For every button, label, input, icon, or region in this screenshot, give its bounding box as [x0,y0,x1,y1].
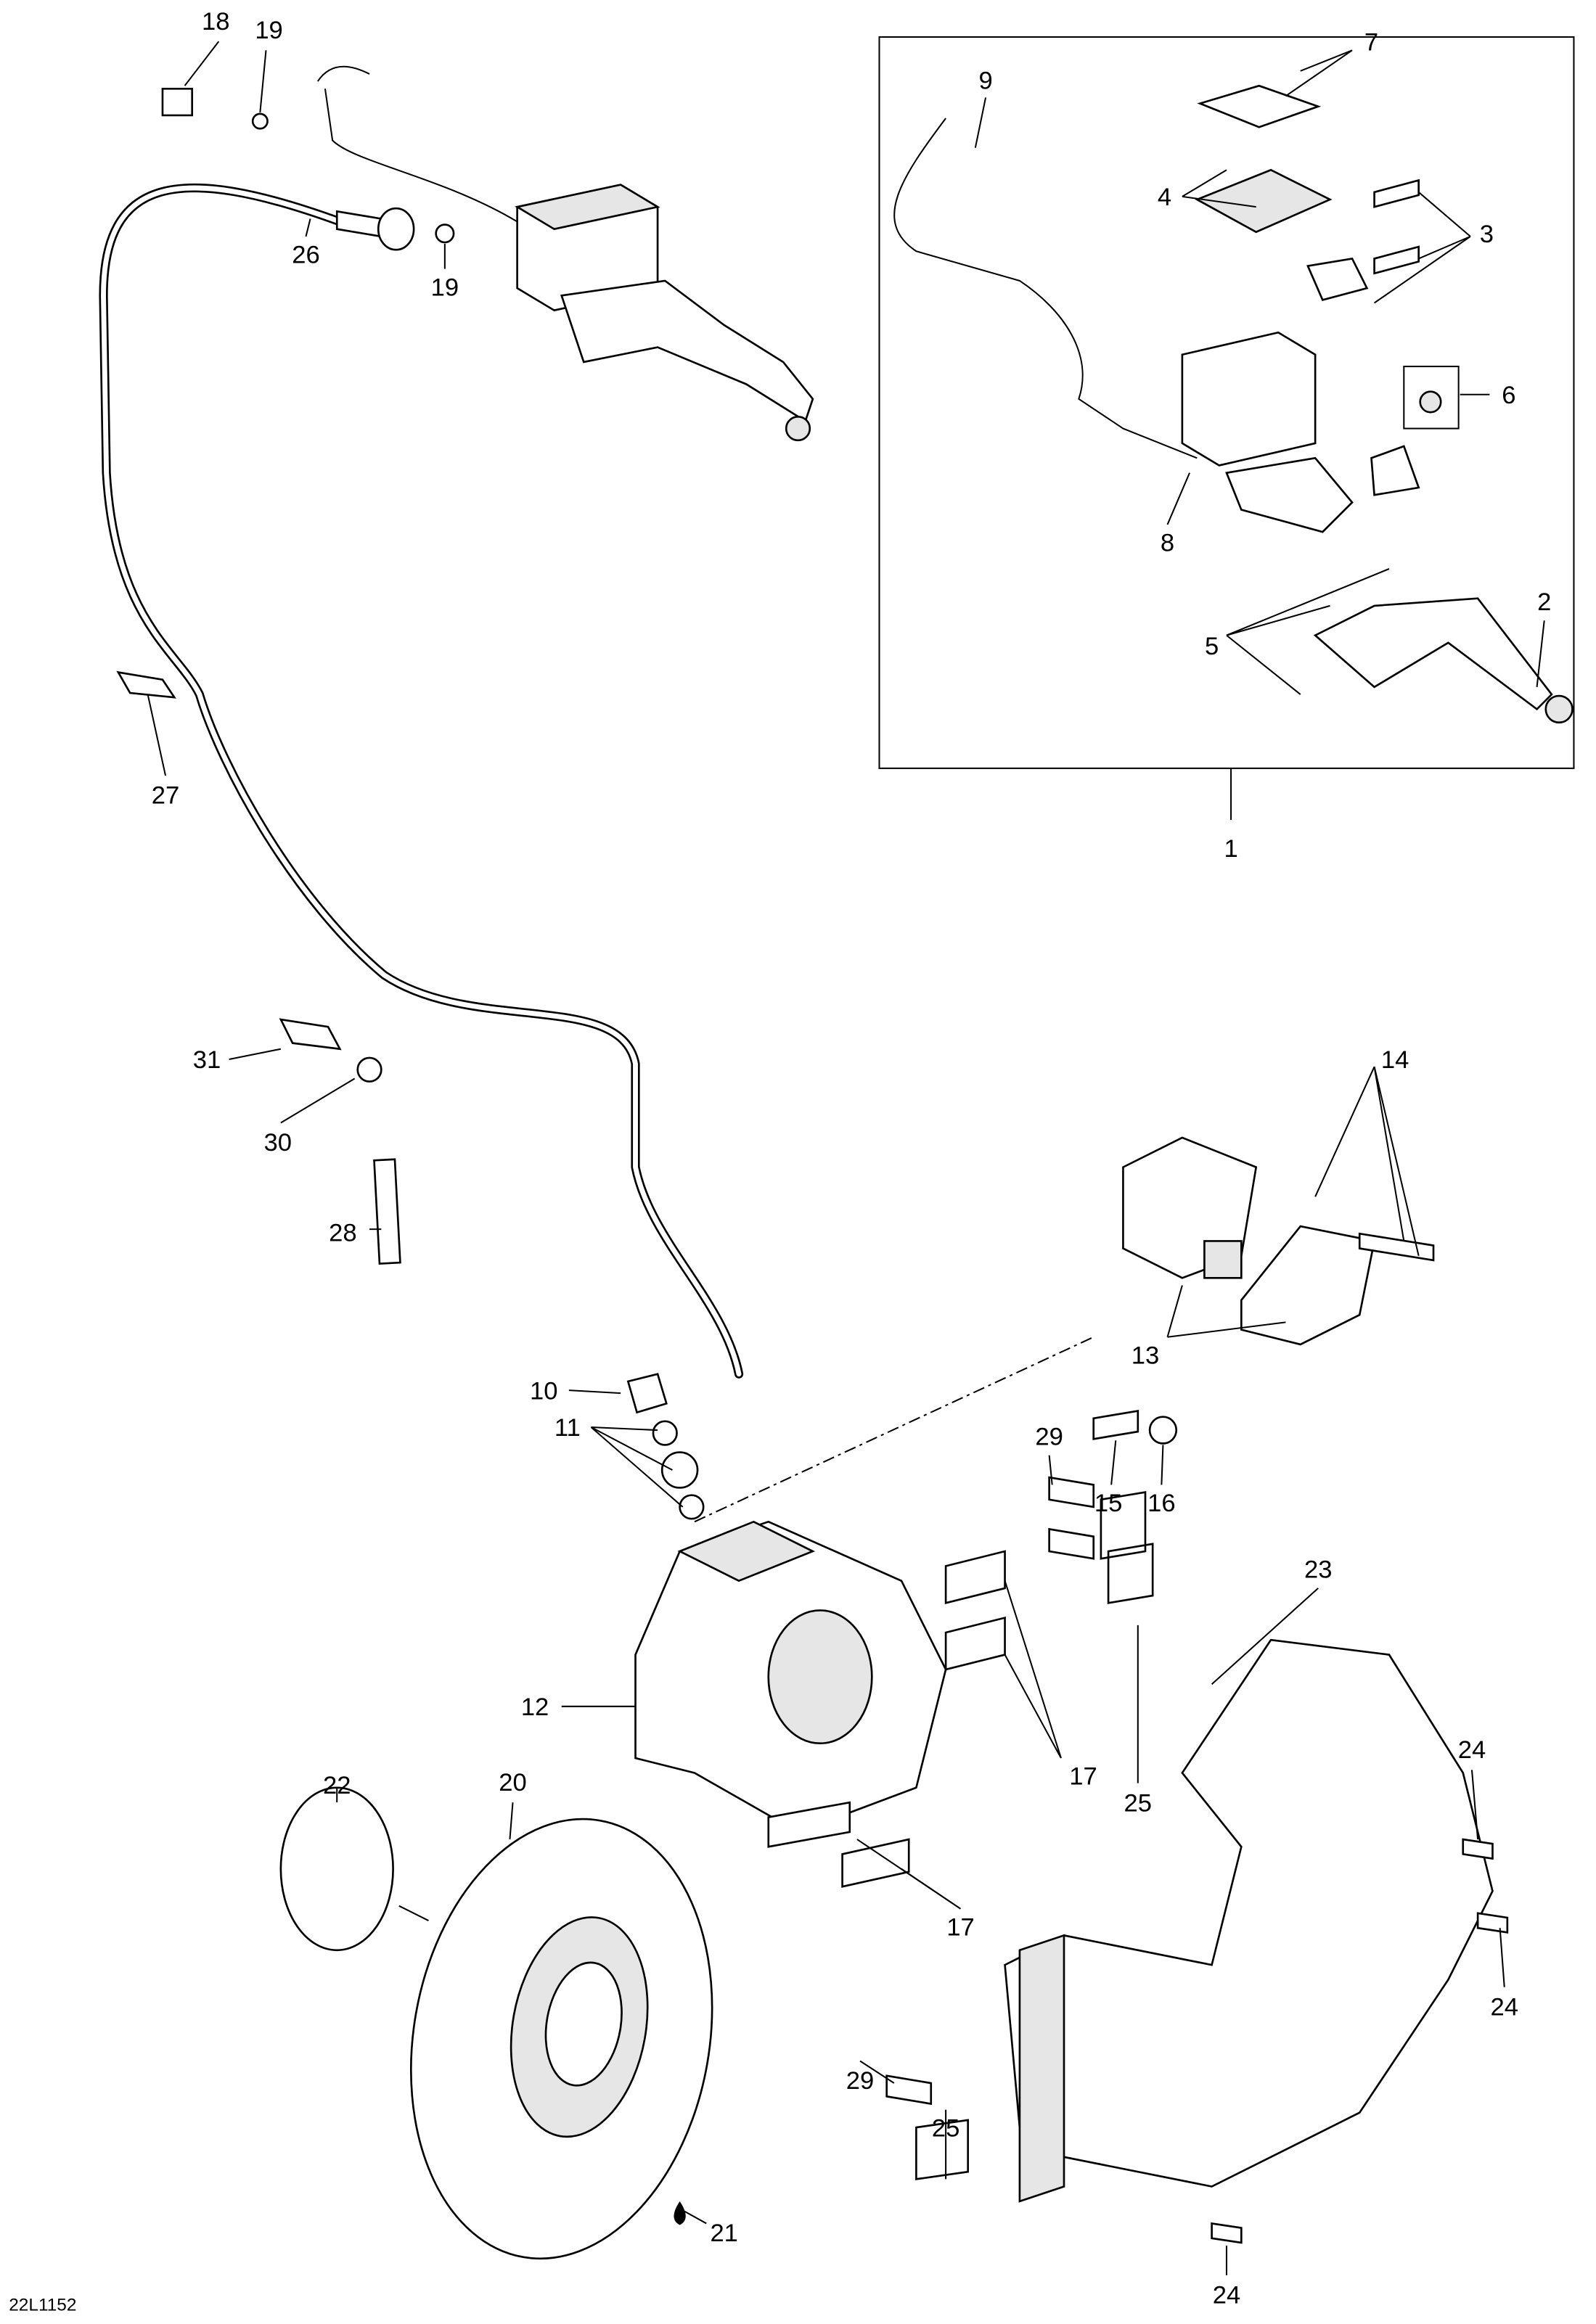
callout-22: 22 [323,1772,351,1799]
callout-24c: 24 [1213,2281,1240,2309]
callout-29b: 29 [846,2067,874,2095]
callout-25: 25 [1124,1789,1153,1817]
callout-19b: 19 [431,274,459,301]
o-ring-22 [279,1786,394,1952]
callout-25b: 25 [932,2114,960,2142]
callout-17: 17 [1069,1763,1097,1791]
callout-26: 26 [292,242,320,269]
callout-4: 4 [1158,184,1171,211]
brake-hose [99,184,744,1379]
callout-16: 16 [1147,1490,1176,1517]
cap-16 [1148,1416,1178,1445]
brake-caliper [634,1520,947,1834]
hose-clip-31 [279,1018,342,1051]
diagram-code: 22L1152 [9,2296,76,2315]
callout-labels: 18 19 26 19 9 7 4 3 6 8 2 5 1 27 31 30 2… [152,8,1552,2309]
callout-9: 9 [978,67,992,94]
leader-lines [147,41,1545,2275]
disc-guard [1004,1638,1494,2203]
callout-17b: 17 [946,1913,974,1941]
callout-24b: 24 [1491,1993,1519,2021]
brake-pads [1122,1136,1435,1346]
hose-clip-27 [116,670,176,699]
callout-1: 1 [1224,835,1237,863]
callout-11: 11 [554,1414,581,1442]
callout-18: 18 [202,8,230,36]
callout-5: 5 [1205,633,1219,660]
grommet-30 [356,1056,382,1083]
callout-10: 10 [530,1377,558,1405]
callout-2: 2 [1537,588,1551,616]
guard-hardware [885,1476,1509,2244]
lubricant-drop-icon [674,2201,686,2225]
callout-20: 20 [499,1769,527,1797]
brake-disc [409,1818,713,2260]
callout-19: 19 [255,17,283,44]
master-cylinder-assembly-box [878,36,1575,769]
callout-23: 23 [1304,1556,1332,1584]
callout-24: 24 [1458,1736,1486,1764]
callout-27: 27 [152,782,180,810]
callout-28: 28 [329,1219,357,1247]
callout-8: 8 [1161,530,1174,557]
callout-14: 14 [1381,1046,1409,1074]
callout-7: 7 [1364,28,1378,56]
master-cylinder [161,65,814,442]
callout-31: 31 [193,1046,221,1074]
bleeder-15 [1092,1410,1139,1440]
callout-29: 29 [1035,1423,1063,1450]
master-cylinder-exploded [893,84,1574,724]
callout-30: 30 [264,1129,292,1157]
callout-12: 12 [521,1693,549,1721]
callout-21: 21 [710,2220,738,2247]
callout-15: 15 [1094,1490,1122,1517]
callout-3: 3 [1480,221,1494,248]
protector-28 [373,1158,401,1265]
bleeder-10 [626,1373,668,1414]
callout-13: 13 [1131,1342,1160,1369]
callout-6: 6 [1502,382,1515,409]
